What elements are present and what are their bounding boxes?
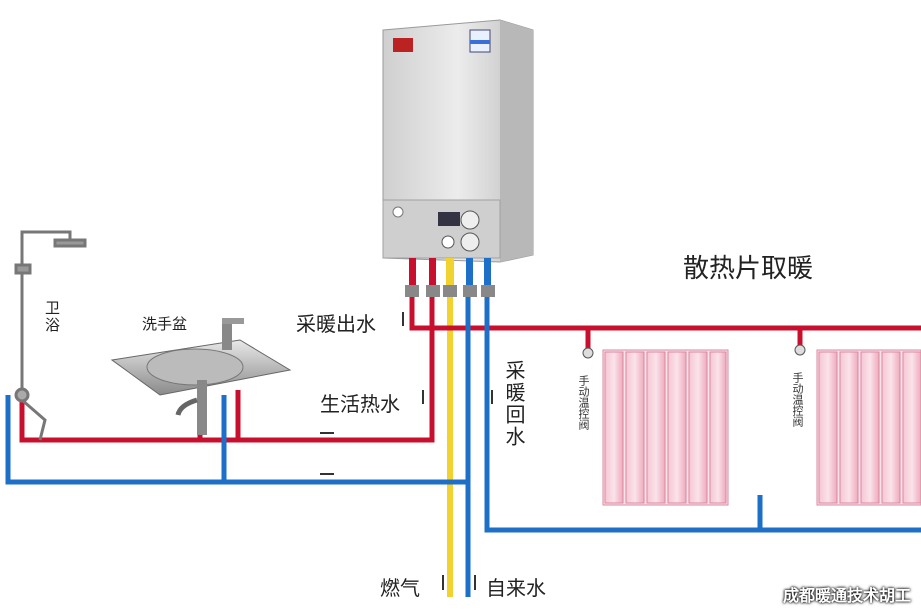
diagram-title: 散热片取暖 (683, 254, 814, 284)
boiler-display (438, 212, 460, 226)
shower (14, 230, 87, 441)
boiler (382, 19, 534, 263)
watermark: 成都暖通技术胡工 (782, 586, 911, 605)
radiator-2 (794, 344, 921, 506)
sink (110, 318, 292, 435)
radiator-1 (582, 347, 729, 506)
boiler-connectors (405, 258, 495, 297)
valve-2-icon[interactable] (794, 344, 806, 356)
shower-label: 卫浴 (43, 300, 61, 334)
valve-1-label: 手动温控阀 (577, 375, 590, 430)
domestic-hot-label: 生活热水 (320, 392, 400, 416)
boiler-knob-1[interactable] (460, 210, 480, 230)
heating-supply-label: 采暖出水 (296, 312, 376, 336)
heating-return-label: 采暖回水 (502, 360, 526, 448)
gas-label: 燃气 (380, 576, 420, 600)
boiler-gauge (441, 235, 455, 249)
hot-pipes (19, 297, 921, 443)
valve-1-icon[interactable] (582, 347, 594, 359)
sink-label: 洗手盆 (142, 315, 188, 333)
boiler-knob-2[interactable] (460, 232, 480, 252)
boiler-logo (393, 38, 413, 52)
valve-2-label: 手动温控阀 (791, 372, 804, 427)
cold-pipes (5, 297, 921, 597)
tap-water-label: 自来水 (486, 576, 546, 600)
gas-pipe (447, 297, 453, 597)
